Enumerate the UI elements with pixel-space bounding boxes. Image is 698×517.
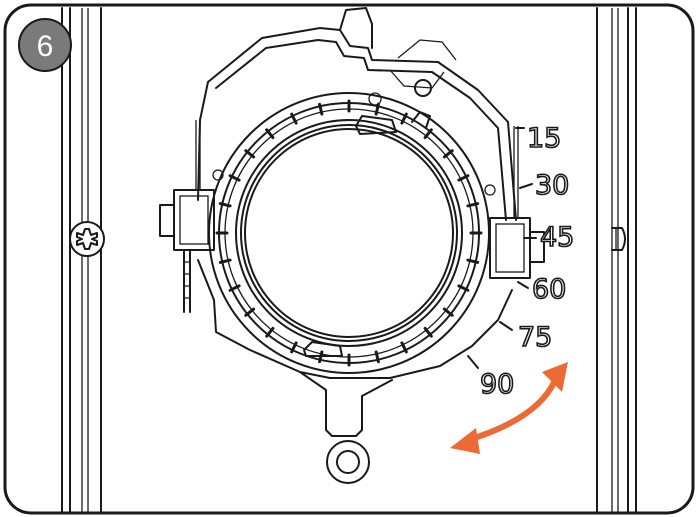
ring-notch <box>228 174 241 182</box>
right-latch <box>611 227 626 251</box>
bottom-shutter-handle <box>303 341 343 357</box>
left-rail <box>61 7 102 513</box>
ring-notch <box>466 258 480 264</box>
scale-label-90: 90 <box>480 369 514 400</box>
scale-label-60: 60 <box>532 274 566 305</box>
step-badge: 6 <box>18 18 72 72</box>
ring-notch <box>423 128 433 140</box>
ring-notch <box>244 149 256 159</box>
ring-notch <box>244 307 256 317</box>
ring-notch <box>442 149 454 159</box>
ring-notch <box>218 202 232 208</box>
top-shutter-handle <box>355 111 431 135</box>
mounting-hole <box>326 440 370 484</box>
scale-label-75: 75 <box>518 322 552 353</box>
step-number: 6 <box>37 30 54 63</box>
ring-notch <box>265 326 275 338</box>
ring-notch <box>457 174 470 182</box>
step-badge-circle <box>18 18 72 72</box>
ring-notch <box>374 102 380 116</box>
ring-notch <box>423 326 433 338</box>
ring-notch <box>466 202 480 208</box>
ring-notch <box>400 341 408 354</box>
lens <box>244 128 454 338</box>
scale-label-45: 45 <box>540 222 574 253</box>
scale-tick-90 <box>467 355 479 369</box>
left-clamp <box>159 120 215 313</box>
rotation-arrow <box>450 362 568 454</box>
right-rail <box>596 7 637 513</box>
ring-notch <box>442 307 454 317</box>
ring-notch <box>318 102 324 116</box>
right-clamp <box>489 126 545 279</box>
scale-label-15: 15 <box>527 123 561 154</box>
ring-notch <box>400 112 408 125</box>
ring-notch <box>228 284 241 292</box>
ring-notch <box>265 128 275 140</box>
ring-notch <box>290 341 298 354</box>
scale-tick-60 <box>517 281 529 289</box>
scale-label-30: 30 <box>535 170 569 201</box>
figure-frame <box>3 3 695 515</box>
ring-notch <box>457 284 470 292</box>
ring-notch <box>374 350 380 364</box>
ring-notch <box>218 258 232 264</box>
scale-tick-30 <box>519 183 533 189</box>
lower-bracket <box>197 259 513 484</box>
ring-notch <box>290 112 298 125</box>
angle-scale: 15 30 45 60 75 90 <box>467 122 575 401</box>
scale-tick-75 <box>499 321 513 331</box>
left-screw <box>69 221 105 257</box>
